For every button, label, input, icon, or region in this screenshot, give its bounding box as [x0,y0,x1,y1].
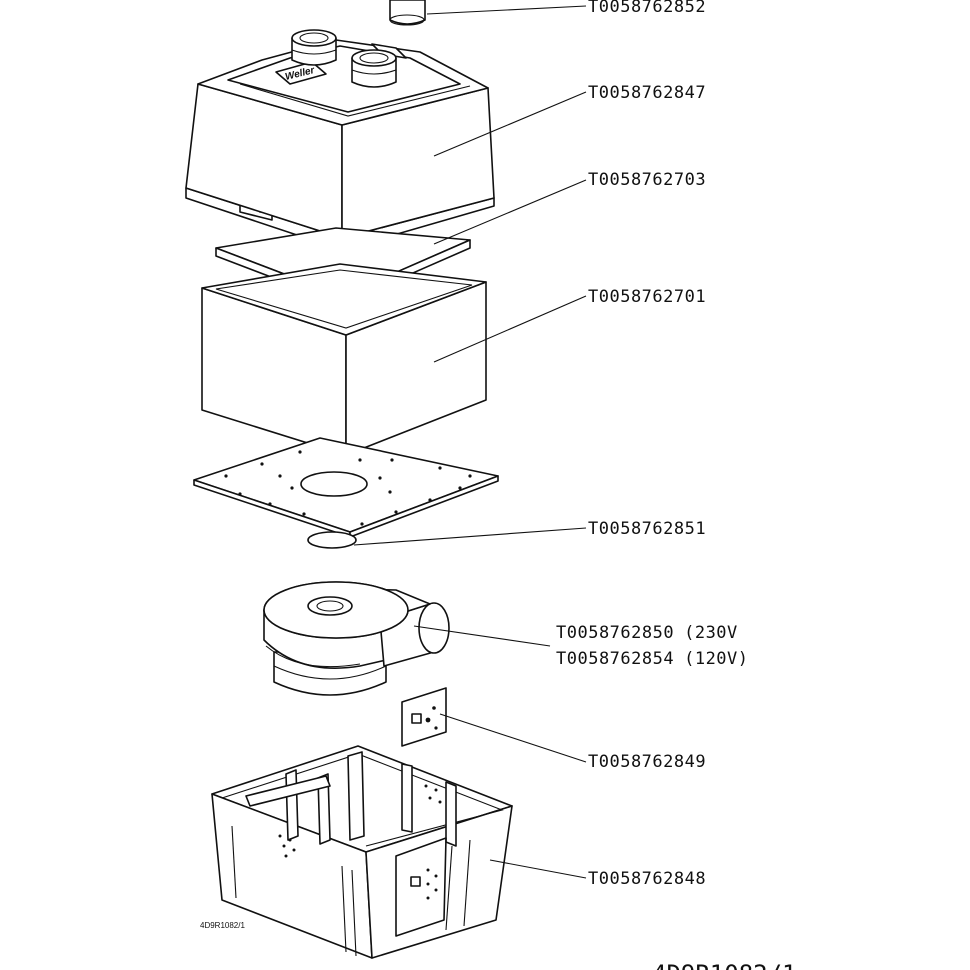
drawing-code-large: 4D9R1082/1 [652,960,797,970]
part-label-852: T0058762852 [588,0,706,17]
circuit-board-drawing [401,687,447,747]
part-label-854: T0058762854 (120V) [556,649,749,669]
part-label-849: T0058762849 [588,752,706,772]
hood-cover-drawing: Weller [185,29,495,251]
leader-line-848 [489,859,587,879]
part-code-854: T0058762854 [556,649,674,669]
leader-line-703 [433,179,587,245]
leader-line-849 [439,713,587,763]
vent-holes-right-top [424,784,442,804]
part-label-848: T0058762848 [588,869,706,889]
base-housing-drawing [211,745,513,959]
leader-line-701 [433,295,587,363]
part-code-850: T0058762850 [556,623,674,643]
filter-box-drawing [201,263,487,456]
part-label-850: T0058762850 (230V [556,623,738,643]
part-label-701: T0058762701 [588,287,706,307]
leader-line-851 [353,527,587,546]
leader-line-852 [426,5,587,15]
part-label-703: T0058762703 [588,170,706,190]
vent-holes-front [426,868,438,900]
leader-line-847 [433,91,587,157]
fan-blower-drawing [263,581,450,696]
leader-line-850 [413,625,551,647]
part-label-847: T0058762847 [588,83,706,103]
plate-holes [224,450,472,526]
drawing-code-small: 4D9R1082/1 [200,921,245,930]
vent-holes-left [278,834,296,858]
base-plate-drawing [193,437,499,538]
gasket-ring-drawing [307,531,357,549]
voltage-120v: (120V) [684,649,748,669]
top-pipe-connector-drawing [389,0,426,26]
voltage-230v: (230V [684,623,738,643]
part-label-851: T0058762851 [588,519,706,539]
